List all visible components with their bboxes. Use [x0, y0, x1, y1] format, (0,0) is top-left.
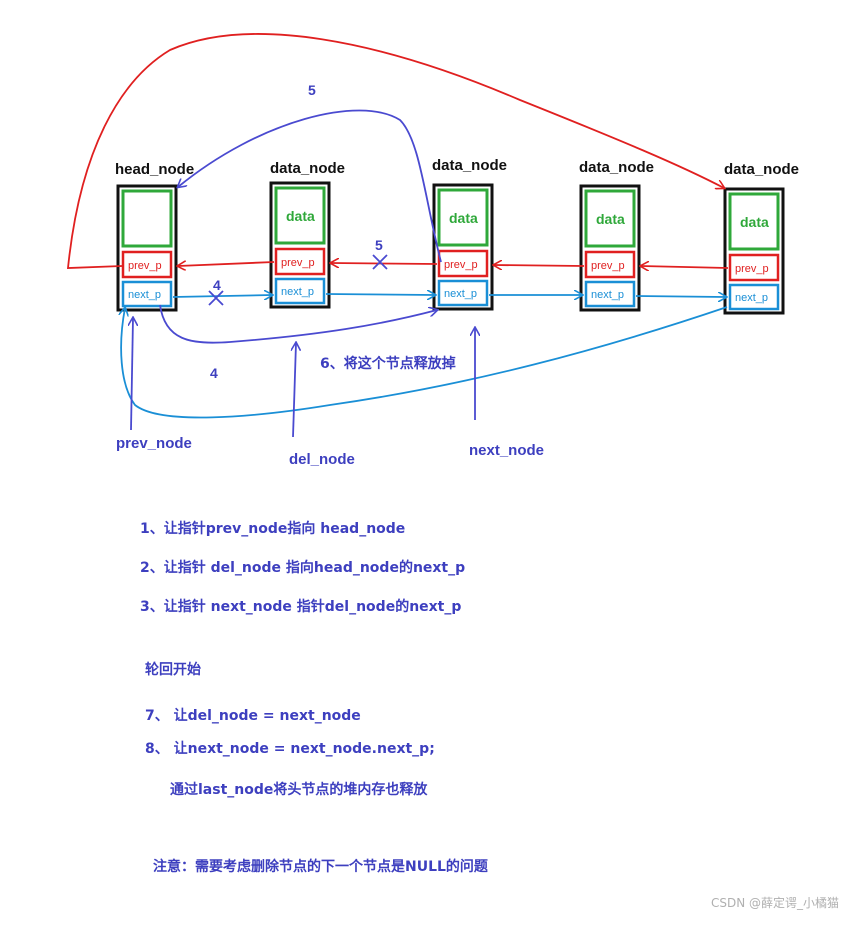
- prev-field: [728, 253, 780, 282]
- next-arrow: [325, 294, 435, 295]
- prev-label: prev_p: [591, 260, 625, 272]
- del-node-pointer-arrow: [293, 343, 296, 438]
- step4-next-arc: [159, 304, 437, 344]
- prev-field: [121, 250, 173, 279]
- prev-arrow: [178, 262, 275, 266]
- del-node-label: del_node: [289, 451, 355, 468]
- node-3: data_node data prev_p next_p: [579, 159, 654, 312]
- prev-arrow: [331, 263, 438, 264]
- next-field: [437, 279, 489, 307]
- pointer-variables: prev_node del_node next_node: [116, 318, 544, 468]
- prev-field: [274, 247, 326, 276]
- prev-label: prev_p: [128, 260, 162, 272]
- node-head: head_node prev_p next_p: [115, 161, 194, 312]
- prev-label: prev_p: [735, 263, 769, 275]
- data-field: [584, 189, 636, 248]
- head-prev-to-last-arc: [66, 33, 724, 269]
- prev-node-label: prev_node: [116, 435, 192, 452]
- node-2: data_node data prev_p next_p: [432, 157, 507, 311]
- data-label: data: [286, 208, 315, 224]
- data-label: data: [596, 211, 625, 227]
- prev-field: [437, 249, 489, 278]
- data-field: [274, 186, 326, 245]
- null-warning: 注意：需要考虑删除节点的下一个节点是NULL的问题: [153, 859, 488, 875]
- csdn-watermark: CSDN @薛定谔_小橘猫: [710, 896, 839, 910]
- node-title: data_node: [432, 157, 507, 174]
- release-note: 6、将这个节点释放掉: [320, 355, 456, 372]
- data-field: [121, 189, 173, 248]
- prev-arrow: [494, 265, 585, 266]
- next-label: next_p: [591, 289, 624, 301]
- next-field: [121, 280, 173, 308]
- cut-mark-icon: [372, 254, 388, 270]
- next-pointer-arrows: [172, 290, 726, 306]
- next-field: [728, 283, 780, 311]
- prev-pointer-arrows: [178, 254, 729, 270]
- node-title: data_node: [724, 161, 799, 178]
- data-label: data: [449, 210, 478, 226]
- step-8: 8、 让next_node = next_node.next_p;: [145, 741, 435, 757]
- next-arrow: [635, 296, 726, 297]
- step-7: 7、 让del_node = next_node: [145, 708, 361, 724]
- next-node-label: next_node: [469, 442, 544, 459]
- data-field: [728, 192, 780, 251]
- next-label: next_p: [128, 289, 161, 301]
- node-4: data_node data prev_p next_p: [723, 161, 799, 315]
- prev-cut-number: 5: [375, 237, 383, 253]
- node-title: data_node: [270, 160, 345, 177]
- next-arrow: [172, 295, 272, 297]
- data-label: data: [740, 214, 769, 230]
- next-cut-number: 4: [213, 277, 221, 293]
- step-1: 1、让指针prev_node指向 head_node: [140, 521, 406, 537]
- node-1: data_node data prev_p next_p: [269, 160, 345, 309]
- step-3: 3、让指针 next_node 指针del_node的next_p: [140, 599, 462, 615]
- step-2: 2、让指针 del_node 指向head_node的next_p: [140, 560, 466, 576]
- prev-field: [584, 250, 636, 279]
- loop-start: 轮回开始: [145, 662, 201, 678]
- prev-label: prev_p: [281, 257, 315, 269]
- next-label: next_p: [735, 292, 768, 304]
- next-field: [584, 280, 636, 308]
- bottom-arc-number: 4: [210, 365, 218, 381]
- step5-prev-arc: [178, 109, 442, 263]
- prev-label: prev_p: [444, 259, 478, 271]
- next-label: next_p: [281, 286, 314, 298]
- top-arc-number: 5: [308, 82, 316, 98]
- prev-arrow: [641, 266, 729, 268]
- data-field: [437, 188, 489, 247]
- next-label: next_p: [444, 288, 477, 300]
- cut-mark-icon: [208, 290, 224, 306]
- next-field: [274, 277, 326, 305]
- node-title: head_node: [115, 161, 194, 178]
- prev-node-pointer-arrow: [131, 318, 133, 431]
- last-next-to-head-arc: [121, 307, 728, 419]
- release-head-note: 通过last_node将头节点的堆内存也释放: [170, 782, 428, 798]
- node-title: data_node: [579, 159, 654, 176]
